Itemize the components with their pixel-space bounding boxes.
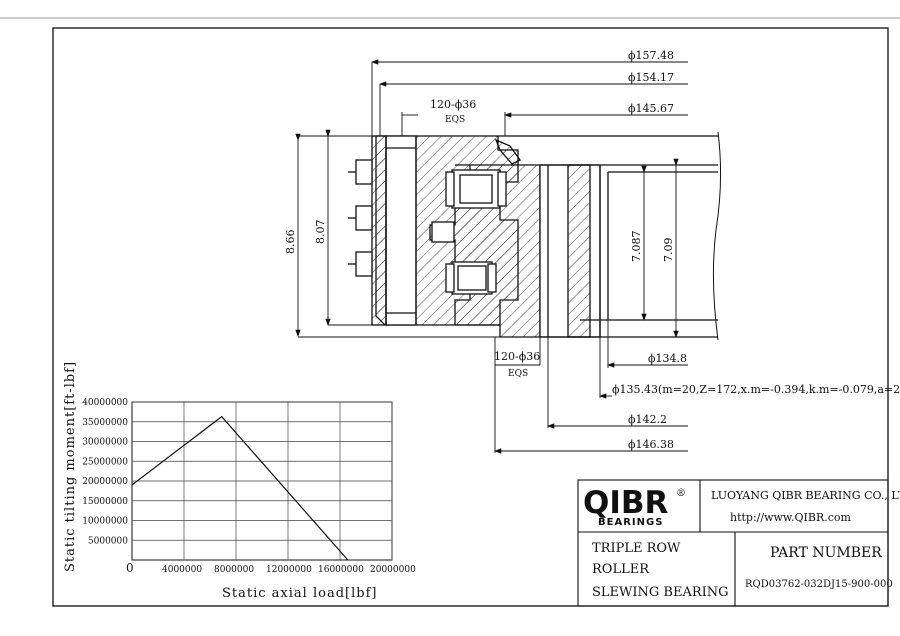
- chart-x-tick-label: 8000000: [214, 565, 254, 575]
- chart-y-tick-label: 40000000: [82, 398, 128, 408]
- part-number-label: PART NUMBER: [770, 545, 882, 561]
- chart-series-line: [131, 415, 349, 561]
- dimension-labels: ϕ157.48 ϕ154.17 ϕ145.67 120-ϕ36 EQS 8.66…: [284, 49, 900, 451]
- chart-ticks: 0 4000000 8000000 12000000 16000000 20000000 5…: [82, 398, 416, 575]
- bearing-section: [348, 131, 722, 341]
- dim-h3: 7.087: [630, 231, 643, 263]
- dim-d5: ϕ135.43(m=20,Z=172,x.m=-0.394,k.m=-0.079…: [612, 383, 900, 396]
- chart-x-tick-label: 12000000: [266, 565, 312, 575]
- description-line-2: ROLLER: [592, 562, 650, 577]
- dim-h4: 7.09: [662, 238, 675, 263]
- company-logo: QIBR: [583, 485, 669, 521]
- outer-bolt-hole: [385, 135, 417, 326]
- bolt-nuts: [348, 159, 373, 277]
- chart-y-tick-label: 10000000: [82, 517, 128, 527]
- top-seal: [494, 138, 521, 165]
- dim-d1: ϕ157.48: [628, 49, 674, 62]
- chart-y-tick-label: 15000000: [82, 497, 128, 507]
- chart-x-label: Static axial load[lbf]: [222, 586, 377, 601]
- radial-roller: [431, 221, 455, 243]
- chart-grid: [131, 401, 393, 561]
- chart-x-tick-label: 16000000: [318, 565, 364, 575]
- chart-x-tick-label: 0: [126, 561, 134, 575]
- description-line-3: SLEWING BEARING: [592, 585, 729, 600]
- chart-x-tick-label: 20000000: [370, 565, 416, 575]
- dim-h1: 8.66: [284, 230, 297, 255]
- chart-y-tick-label: 35000000: [82, 418, 128, 428]
- chart-y-tick-label: 25000000: [82, 457, 128, 467]
- chart-y-tick-label: 5000000: [88, 536, 128, 546]
- load-chart: 0 4000000 8000000 12000000 16000000 20000000 5…: [63, 361, 416, 601]
- company-name: LUOYANG QIBR BEARING CO., LTD: [711, 489, 900, 502]
- dim-d7: ϕ146.38: [628, 438, 674, 451]
- dim-d4: ϕ134.8: [648, 352, 687, 365]
- dim-eqs-bot: 120-ϕ36: [494, 350, 540, 363]
- logo-registered-mark: ®: [676, 488, 686, 499]
- dimension-lines: [295, 59, 688, 454]
- dim-eqs-top: 120-ϕ36: [430, 98, 476, 111]
- chart-x-tick-label: 4000000: [162, 565, 202, 575]
- part-number-value: RQD03762-032DJ15-900-000: [745, 579, 893, 590]
- dim-d6: ϕ142.2: [628, 413, 667, 426]
- chart-y-tick-label: 20000000: [82, 477, 128, 487]
- chart-y-label: Static tilting moment[ft-lbf]: [63, 361, 78, 572]
- dim-eqs-bot-sub: EQS: [508, 369, 528, 379]
- logo-subtitle: BEARINGS: [598, 517, 663, 528]
- description-line-1: TRIPLE ROW: [592, 541, 681, 556]
- drawing-border: [52, 27, 889, 607]
- chart-y-tick-label: 30000000: [82, 438, 128, 448]
- company-url[interactable]: http://www.QIBR.com: [730, 511, 852, 524]
- dim-d2: ϕ154.17: [628, 71, 674, 84]
- dim-d3: ϕ145.67: [628, 102, 674, 115]
- title-block: [577, 479, 889, 607]
- dim-h2: 8.07: [314, 220, 327, 245]
- dim-eqs-top-sub: EQS: [445, 115, 465, 125]
- mount-flange: [371, 135, 387, 326]
